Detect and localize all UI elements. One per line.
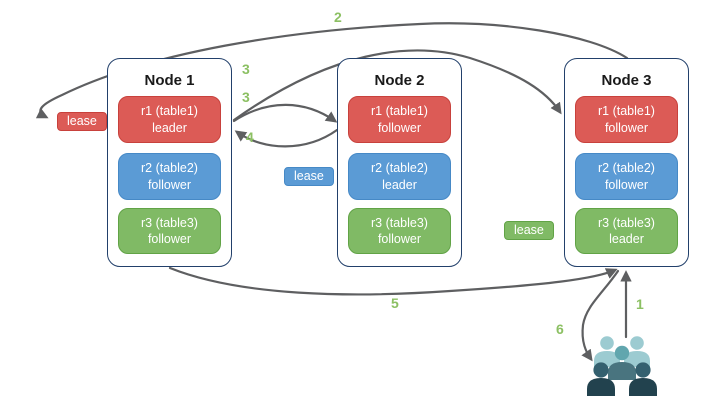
node-1-replica-r2: r2 (table2) follower: [118, 153, 221, 200]
node-2-replica-r3: r3 (table3) follower: [348, 208, 451, 254]
node-2-card: Node 2 r1 (table1) follower r2 (table2) …: [337, 58, 462, 267]
replica-name: r3 (table3): [371, 215, 428, 230]
step-label-3-upper: 3: [242, 61, 250, 77]
step-label-3-lower: 3: [242, 89, 250, 105]
node-3-replica-r1: r1 (table1) follower: [575, 96, 678, 143]
replica-name: r2 (table2): [141, 161, 198, 175]
replica-name: r2 (table2): [371, 161, 428, 175]
replica-role: follower: [604, 177, 649, 192]
step-label-5: 5: [391, 295, 399, 311]
node-1-replica-r1: r1 (table1) leader: [118, 96, 221, 143]
users-group-icon: [587, 336, 657, 396]
arrow-step-6-node3-to-client: [581, 269, 620, 362]
node-3-title: Node 3: [601, 72, 652, 89]
replica-role: follower: [147, 177, 192, 192]
node-2-replica-r2: r2 (table2) leader: [348, 153, 451, 200]
replica-name: r3 (table3): [141, 215, 198, 230]
replica-name: r1 (table1): [141, 104, 198, 118]
node-2-title: Node 2: [374, 72, 425, 89]
replica-role: follower: [604, 120, 649, 135]
lease-tag-table3: lease: [504, 221, 554, 240]
arrow-step-5-leader-to-node3: [168, 266, 618, 296]
replica-role: leader: [382, 177, 417, 192]
step-label-1: 1: [636, 296, 644, 312]
node-1-card: Node 1 r1 (table1) leader r2 (table2) fo…: [107, 58, 232, 267]
replica-role: follower: [377, 120, 422, 135]
arrow-step-2-node3-to-leaseholder: [35, 22, 629, 119]
arrow-step-3-leader-to-node2-follower: [232, 103, 338, 123]
replica-name: r1 (table1): [598, 104, 655, 118]
replica-name: r1 (table1): [371, 104, 428, 118]
lease-tag-table2: lease: [284, 167, 334, 186]
step-label-6: 6: [556, 321, 564, 337]
node-1-replica-r3: r3 (table3) follower: [118, 208, 221, 254]
step-label-4: 4: [246, 129, 254, 145]
step-label-2: 2: [334, 9, 342, 25]
node-1-title: Node 1: [144, 72, 195, 89]
replica-role: follower: [147, 232, 192, 246]
node-3-replica-r3: r3 (table3) leader: [575, 208, 678, 254]
replica-name: r2 (table2): [598, 161, 655, 175]
replica-role: follower: [377, 232, 422, 246]
replica-role: leader: [609, 232, 644, 246]
replica-role: leader: [152, 120, 187, 135]
replica-name: r3 (table3): [598, 215, 655, 230]
node-3-card: Node 3 r1 (table1) follower r2 (table2) …: [564, 58, 689, 267]
arrow-step-3-leader-to-node3-follower: [232, 49, 562, 122]
arrow-step-4-node2-ack-to-leader: [234, 128, 339, 148]
lease-tag-table1: lease: [57, 112, 107, 131]
node-2-replica-r1: r1 (table1) follower: [348, 96, 451, 143]
node-3-replica-r2: r2 (table2) follower: [575, 153, 678, 200]
